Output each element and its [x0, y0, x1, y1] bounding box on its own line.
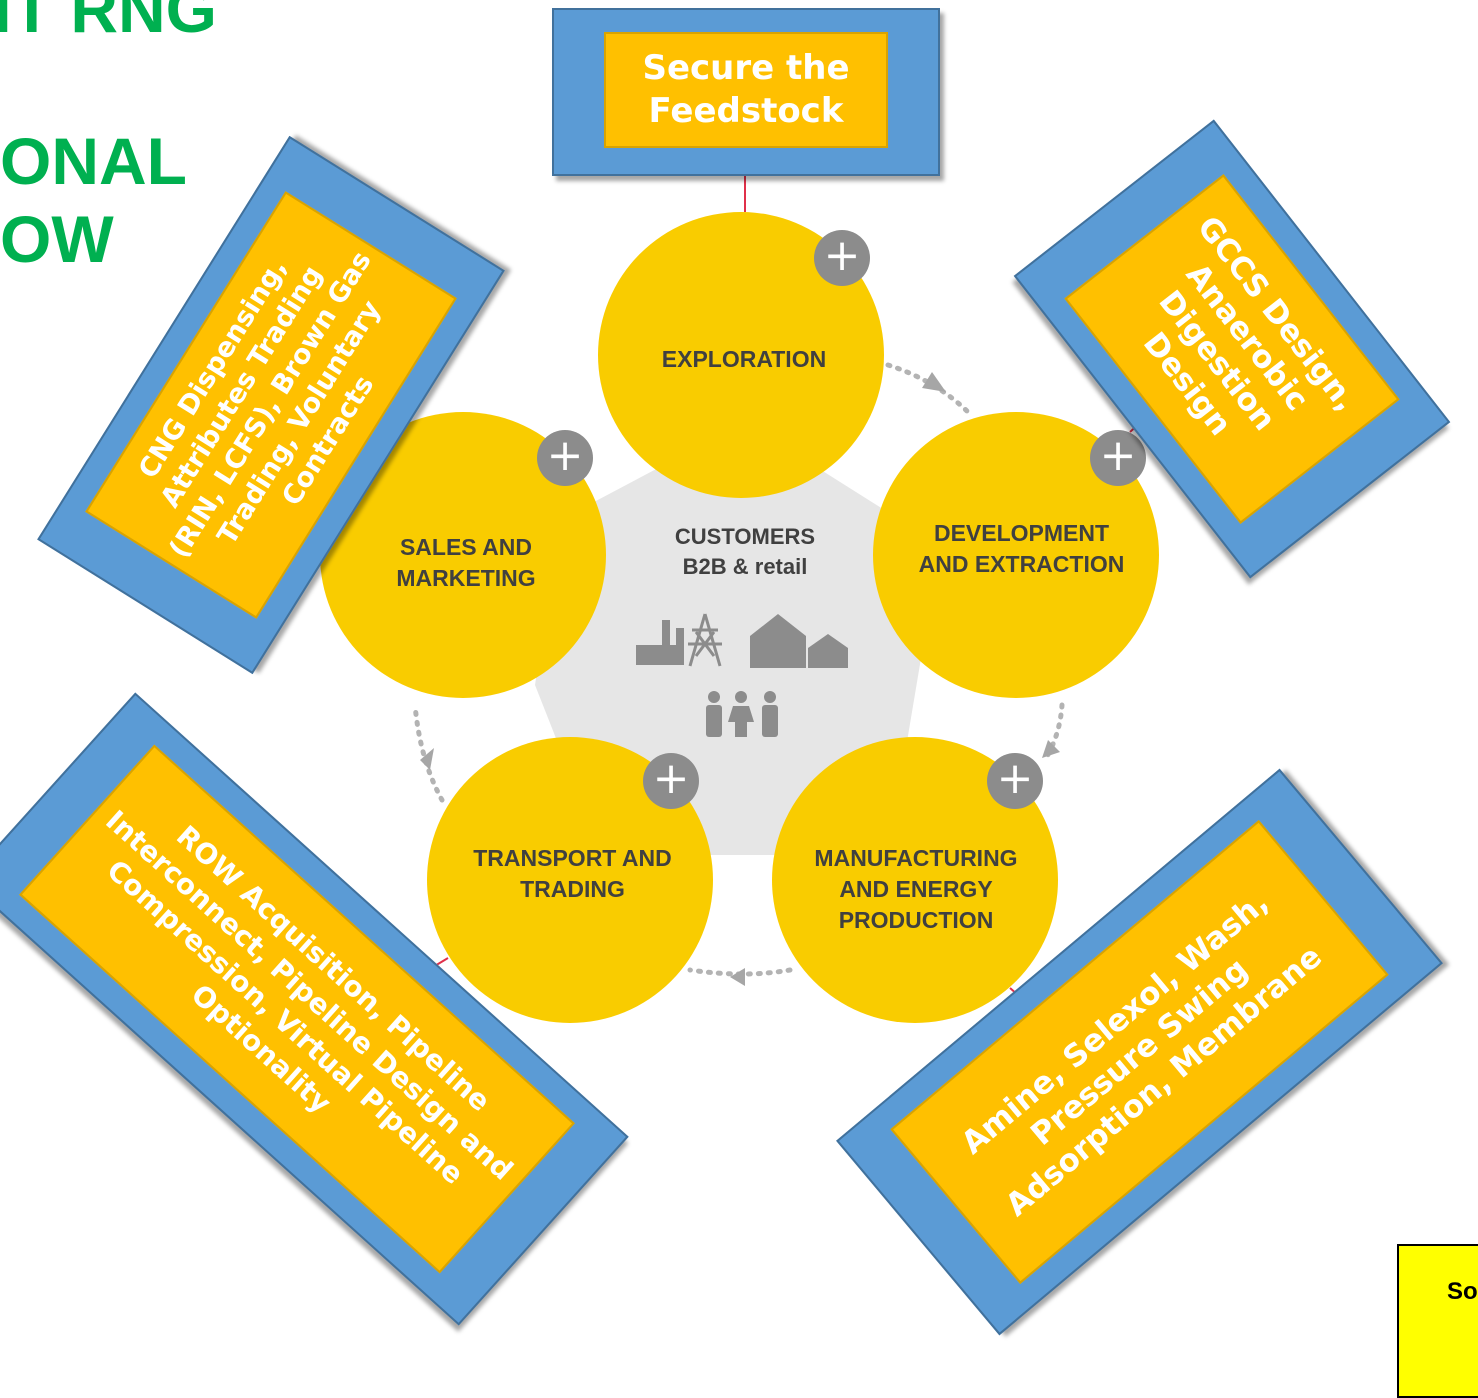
circle-exploration [598, 212, 884, 498]
arrowhead-2 [1042, 740, 1060, 758]
circle-label-manufacturing: MANUFACTURING AND ENERGY PRODUCTION [814, 845, 1018, 933]
arrowhead-3 [730, 968, 745, 986]
factory-icon [636, 620, 684, 665]
card-secure-feedstock: Secure the Feedstock [552, 8, 940, 176]
card-inner-feedstock: Secure the Feedstock [604, 32, 888, 148]
power-tower-icon [688, 613, 722, 667]
circle-transport [427, 737, 713, 1023]
circle-label-exploration: EXPLORATION [661, 346, 827, 372]
circle-label-transport: TRANSPORT AND TRADING [473, 845, 672, 902]
arrowhead-4 [420, 748, 434, 770]
house-icon [750, 614, 848, 668]
expand-manufacturing-button[interactable]: + [987, 753, 1043, 809]
expand-transport-button[interactable]: + [643, 753, 699, 809]
expand-sales-button[interactable]: + [537, 430, 593, 486]
circle-sales [320, 412, 606, 698]
card-text-feedstock: Secure the Feedstock [642, 48, 850, 131]
dotted-arrow-transport-sales [412, 702, 445, 803]
customers-subtitle: B2B & retail [682, 554, 808, 579]
source-box: So [1397, 1244, 1478, 1398]
customers-title: CUSTOMERS [674, 524, 816, 549]
title-line-3: OW [0, 202, 114, 276]
expand-development-button[interactable]: + [1090, 430, 1146, 486]
title-line-1: NT RNG [0, 0, 217, 46]
circle-label-sales: SALES AND MARKETING [396, 534, 536, 591]
expand-exploration-button[interactable]: + [814, 230, 870, 286]
people-icon [706, 691, 778, 737]
arrowhead-1 [922, 372, 946, 392]
circle-development [873, 412, 1159, 698]
title-line-2: ONAL [0, 124, 187, 198]
customer-icons [636, 613, 848, 737]
source-label: So [1447, 1278, 1478, 1305]
circle-label-development: DEVELOPMENT AND EXTRACTION [918, 520, 1125, 577]
center-customers-label: CUSTOMERS B2B & retail [630, 522, 860, 582]
value-chain-diagram [297, 172, 1166, 1031]
customers-hexagon [535, 422, 940, 855]
circle-manufacturing [772, 737, 1058, 1023]
